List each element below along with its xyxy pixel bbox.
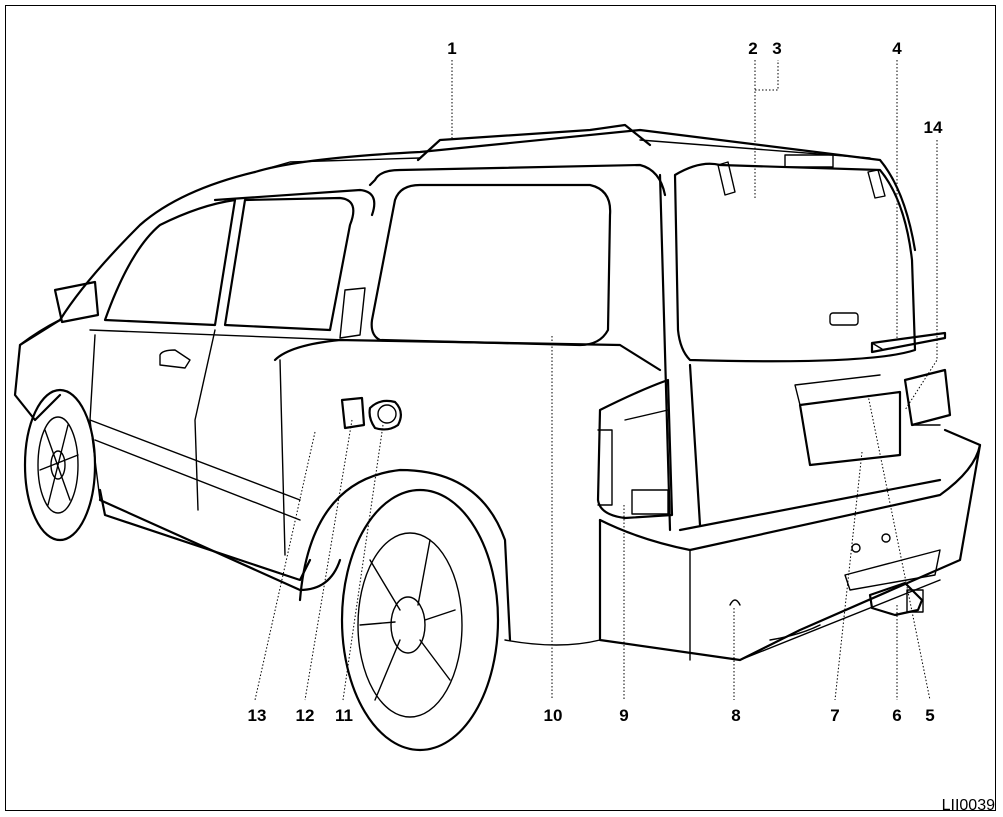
callout-3: 3 — [772, 39, 781, 58]
figure-frame — [5, 5, 996, 811]
callout-13: 13 — [248, 706, 267, 725]
figure-code: LII0039 — [941, 797, 995, 814]
callout-2: 2 — [748, 39, 757, 58]
callout-11: 11 — [335, 706, 353, 725]
callout-8: 8 — [731, 706, 740, 725]
callout-5: 5 — [925, 706, 934, 725]
callout-9: 9 — [619, 706, 628, 725]
callout-12: 12 — [296, 706, 315, 725]
callout-7: 7 — [830, 706, 839, 725]
callout-labels: 1 2 3 4 14 5 6 7 8 9 10 11 12 13 — [248, 39, 943, 725]
callout-14: 14 — [924, 118, 943, 137]
callout-10: 10 — [544, 706, 563, 725]
leader-lines — [254, 60, 938, 701]
callout-1: 1 — [447, 39, 456, 58]
callout-4: 4 — [892, 39, 902, 58]
callout-6: 6 — [892, 706, 901, 725]
vehicle-body — [13, 123, 982, 752]
